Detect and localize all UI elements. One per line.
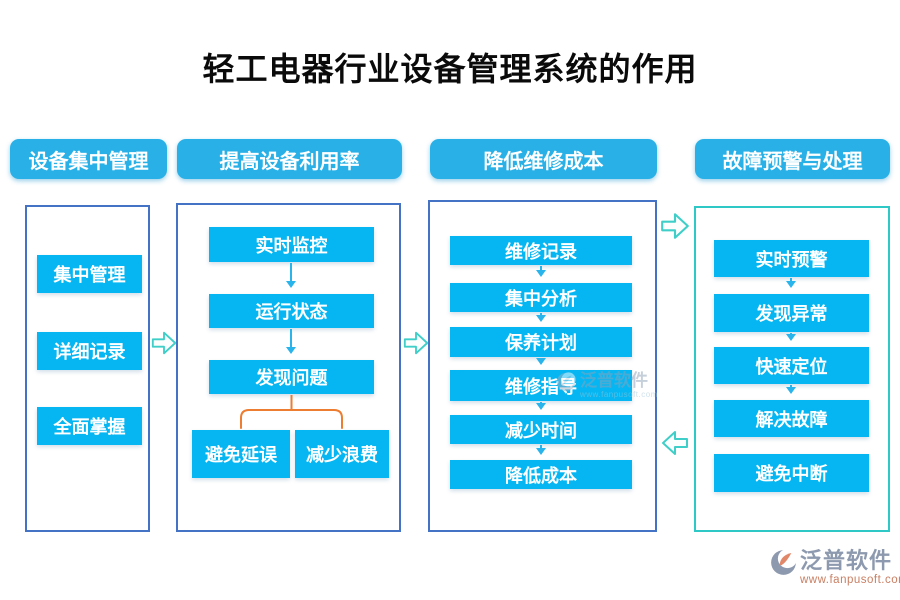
node-avoid-delays: 避免延误 <box>192 430 290 478</box>
flow-arrow-down-icon <box>536 313 546 322</box>
flow-arrow-down-icon <box>536 445 546 455</box>
node-avoid-interruption: 避免中断 <box>714 454 869 492</box>
flow-arrow-down-icon <box>786 278 796 288</box>
fanpu-logo-icon <box>771 549 797 575</box>
node-maintenance-records: 维修记录 <box>450 236 632 265</box>
flow-arrow-down-icon <box>536 266 546 277</box>
link-arrow-right-icon <box>661 213 689 239</box>
column-improve-utilization: 实时监控 运行状态 发现问题 避免延误 减少浪费 <box>176 203 401 532</box>
flow-arrow-down-icon <box>786 385 796 394</box>
footer-logo: 泛普软件 www.fanpusoft.com <box>770 549 900 586</box>
flow-arrow-down-icon <box>286 329 296 354</box>
node-lower-cost: 降低成本 <box>450 460 632 489</box>
split-bracket-icon <box>240 395 343 429</box>
flow-arrow-down-icon <box>536 402 546 410</box>
node-detect-anomaly: 发现异常 <box>714 294 869 332</box>
node-reduce-time: 减少时间 <box>450 415 632 444</box>
node-discover-problems: 发现问题 <box>209 360 374 394</box>
header-reduce-maintenance-cost: 降低维修成本 <box>430 139 657 179</box>
column-fault-warning-handling: 实时预警 发现异常 快速定位 解决故障 避免中断 <box>694 206 890 532</box>
node-central-management: 集中管理 <box>37 255 142 293</box>
node-detailed-records: 详细记录 <box>37 332 142 370</box>
node-solve-fault: 解决故障 <box>714 400 869 437</box>
header-improve-utilization: 提高设备利用率 <box>177 139 402 179</box>
link-arrow-right-icon <box>403 331 429 355</box>
header-equipment-central-management: 设备集中管理 <box>10 139 167 179</box>
link-arrow-left-icon <box>662 431 688 455</box>
flow-arrow-down-icon <box>786 333 796 341</box>
node-quick-locate: 快速定位 <box>714 347 869 384</box>
page-title: 轻工电器行业设备管理系统的作用 <box>202 51 698 87</box>
footer-brand-text: 泛普软件 <box>800 548 893 573</box>
node-maintenance-guidance: 维修指导 <box>450 370 632 401</box>
header-fault-warning-handling: 故障预警与处理 <box>695 139 890 179</box>
column-reduce-maintenance-cost: 维修记录 集中分析 保养计划 维修指导 减少时间 降低成本 <box>428 200 657 532</box>
link-arrow-right-icon <box>151 331 177 355</box>
node-maintenance-plan: 保养计划 <box>450 327 632 357</box>
node-running-status: 运行状态 <box>209 294 374 328</box>
node-realtime-warning: 实时预警 <box>714 240 869 277</box>
node-reduce-waste: 减少浪费 <box>295 430 389 478</box>
node-full-grasp: 全面掌握 <box>37 407 142 445</box>
node-realtime-monitoring: 实时监控 <box>209 227 374 262</box>
flow-arrow-down-icon <box>286 263 296 288</box>
column-central-management: 集中管理 详细记录 全面掌握 <box>25 205 150 532</box>
flow-arrow-down-icon <box>536 358 546 365</box>
footer-url-text: www.fanpusoft.com <box>800 574 900 586</box>
node-central-analysis: 集中分析 <box>450 283 632 312</box>
